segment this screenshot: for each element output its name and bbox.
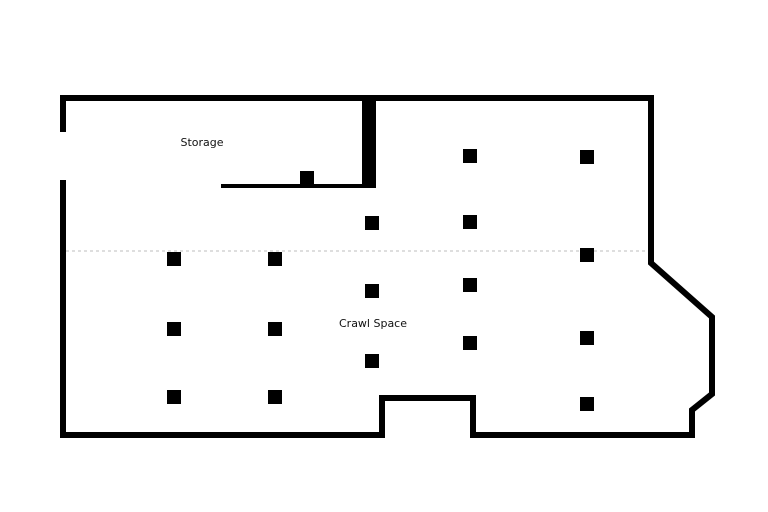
pier: [300, 171, 314, 185]
pier: [167, 322, 181, 336]
pier: [365, 354, 379, 368]
pier: [580, 248, 594, 262]
pier: [365, 284, 379, 298]
piers: [167, 149, 594, 411]
pier: [580, 397, 594, 411]
pier: [580, 150, 594, 164]
pier: [463, 215, 477, 229]
outer-wall: [60, 95, 715, 438]
storage-thick-wall: [362, 98, 376, 188]
pier: [463, 278, 477, 292]
pier: [463, 149, 477, 163]
pier: [580, 331, 594, 345]
pier: [268, 390, 282, 404]
pier: [268, 252, 282, 266]
pier: [268, 322, 282, 336]
crawl-space-label: Crawl Space: [339, 317, 407, 330]
pier: [167, 390, 181, 404]
pier: [463, 336, 477, 350]
pier: [365, 216, 379, 230]
storage-label: Storage: [180, 136, 223, 149]
pier: [167, 252, 181, 266]
